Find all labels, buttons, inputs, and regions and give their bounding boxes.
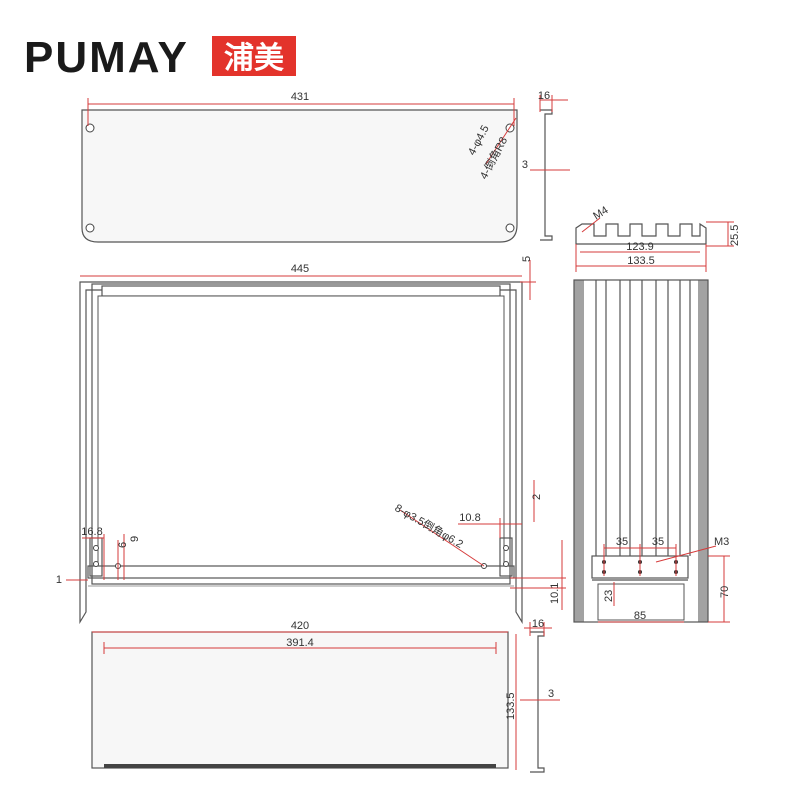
brand-badge bbox=[212, 36, 296, 76]
leader-line bbox=[655, 545, 717, 563]
bottom-plate-view: 420 391.4 16 3 133.5 bbox=[91, 618, 560, 773]
frame-outline bbox=[79, 281, 523, 625]
screw-hole bbox=[85, 223, 95, 233]
frame-view: 445 5 2 10.8 8-φ3.5倒角φ6.2 16.8 9 6 1 10.… bbox=[56, 256, 566, 625]
dim-label: 3 bbox=[522, 159, 528, 171]
brand-chinese: 浦美 bbox=[224, 41, 284, 76]
dim-label: M3 bbox=[714, 536, 729, 548]
side-window bbox=[597, 583, 685, 621]
bottom-plate-profile bbox=[530, 631, 545, 773]
dim-label: 2 bbox=[531, 494, 543, 500]
dim-label: 133.5 bbox=[505, 692, 517, 720]
dim-label: 431 bbox=[291, 91, 309, 103]
dim-label: M4 bbox=[591, 204, 610, 222]
dim-label: 9 bbox=[129, 536, 141, 542]
top-plate-view: 431 4-φ4.5 4-倒角R8 16 3 bbox=[81, 90, 570, 243]
dim-label: 23 bbox=[603, 590, 615, 602]
dim-label: 16.8 bbox=[81, 526, 102, 538]
dim-label: 420 bbox=[291, 620, 309, 632]
side-view: 35 35 M3 23 85 70 bbox=[573, 279, 731, 623]
top-plate bbox=[81, 109, 518, 243]
dim-label: 10.1 bbox=[549, 583, 561, 604]
dim-label: 391.4 bbox=[286, 637, 314, 649]
leader-line bbox=[581, 217, 601, 233]
frame-window bbox=[97, 295, 505, 567]
dim-label: 85 bbox=[634, 610, 646, 622]
screw-hole bbox=[503, 561, 509, 567]
dim-label: 25.5 bbox=[729, 225, 741, 246]
bottom-lip bbox=[104, 764, 496, 768]
heatsink-profile bbox=[575, 222, 707, 245]
leader-line bbox=[399, 509, 485, 567]
brand-logo: PUMAY 浦美 bbox=[24, 33, 296, 82]
frame-top-rail bbox=[101, 285, 501, 297]
dim-label: 133.5 bbox=[627, 255, 655, 267]
leader-line bbox=[485, 117, 517, 165]
dim-label: 445 bbox=[291, 263, 309, 275]
dim-label: 16 bbox=[532, 618, 544, 630]
dim-label: 123.9 bbox=[626, 241, 654, 253]
dim-label: 3 bbox=[548, 688, 554, 700]
bracket-right bbox=[499, 537, 513, 577]
screw-hole bbox=[93, 561, 99, 567]
fin bbox=[698, 280, 708, 622]
screw-hole bbox=[503, 545, 509, 551]
frame-inner bbox=[91, 283, 511, 585]
frame-bottom-rail bbox=[87, 565, 515, 579]
brand-latin: PUMAY bbox=[24, 33, 189, 82]
dim-label: 10.8 bbox=[459, 512, 480, 524]
screw-hole bbox=[93, 545, 99, 551]
bottom-plate bbox=[91, 631, 509, 769]
dim-label: 35 bbox=[652, 536, 664, 548]
dim-label: 5 bbox=[521, 256, 533, 262]
profile-view: M4 123.9 133.5 25.5 bbox=[575, 204, 741, 272]
screw-hole bbox=[85, 123, 95, 133]
top-plate-profile bbox=[540, 109, 553, 241]
dim-label: 1 bbox=[56, 574, 62, 586]
screw-hole bbox=[505, 223, 515, 233]
fin bbox=[574, 280, 584, 622]
dim-label: 70 bbox=[719, 586, 731, 598]
dim-label: 16 bbox=[538, 90, 550, 102]
dim-label: 6 bbox=[117, 542, 129, 548]
dim-label: 35 bbox=[616, 536, 628, 548]
